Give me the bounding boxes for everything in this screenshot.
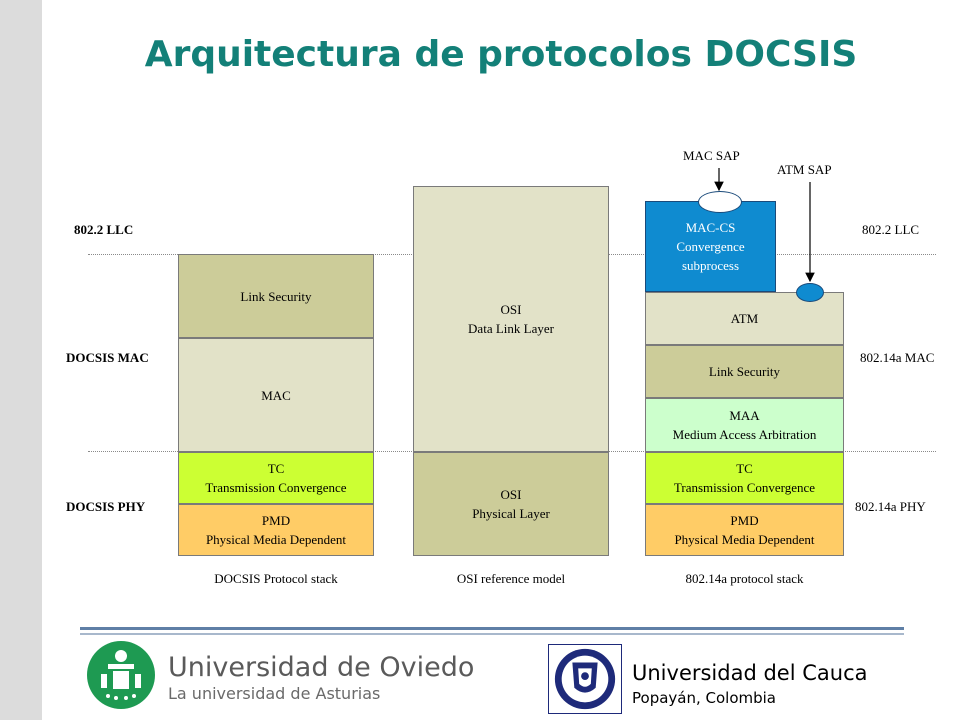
universidad-cauca-city: Popayán, Colombia [632,689,777,707]
docsis-mac-box: MAC [178,338,374,452]
ieee-maa-box: MAA Medium Access Arbitration [645,398,844,452]
right-llc-label: 802.2 LLC [862,222,920,237]
osi-physical-box: OSI Physical Layer [413,452,609,556]
left-phy-label: DOCSIS PHY [66,499,146,514]
osi-dll-sublabel: Data Link Layer [468,321,554,336]
page-title: Arquitectura de protocolos DOCSIS [144,34,858,75]
atm-sap-label: ATM SAP [777,162,832,177]
ieee-link-security-box: Link Security [645,345,844,398]
left-mac-label: DOCSIS MAC [66,350,149,365]
ieee-tc-label: TC [736,461,753,476]
right-phy-label: 802.14a PHY [855,499,926,514]
osi-phy-sublabel: Physical Layer [472,506,550,521]
ieee-tc-sublabel: Transmission Convergence [673,480,816,495]
atm-sap-oval [796,283,824,302]
ieee-maccs-sublabel-2: subprocess [681,258,740,273]
footer-rule [80,627,904,630]
osi-phy-label: OSI [500,487,522,502]
ieee-maa-sublabel: Medium Access Arbitration [672,427,817,442]
docsis-tc-label: TC [267,461,285,476]
docsis-tc-sublabel: Transmission Convergence [205,480,347,495]
universidad-cauca-name: Universidad del Cauca [632,661,868,685]
ieee-link-security-label: Link Security [708,364,781,379]
docsis-pmd-sublabel: Physical Media Dependent [205,532,347,547]
ieee-pmd-box: PMD Physical Media Dependent [645,504,844,556]
left-llc-label: 802.2 LLC [74,222,134,237]
mac-sap-oval [698,191,742,213]
ieee-maccs-box: MAC-CS Convergence subprocess [645,201,776,292]
universidad-oviedo-name: Universidad de Oviedo [168,652,475,683]
footer-rule-secondary [80,633,904,635]
docsis-mac-label: MAC [261,387,291,403]
ieee-maccs-sublabel-1: Convergence [676,239,745,254]
docsis-link-security-box: Link Security [178,254,374,338]
universidad-oviedo-logo [87,641,155,709]
ieee-tc-box: TC Transmission Convergence [645,452,844,504]
docsis-link-security-label: Link Security [240,288,312,304]
ieee-atm-box: ATM [645,292,844,345]
osi-model-caption: OSI reference model [456,571,566,586]
osi-data-link-box: OSI Data Link Layer [413,186,609,452]
docsis-pmd-label: PMD [261,513,291,528]
universidad-cauca-seal [548,644,622,714]
ieee-atm-label: ATM [730,311,759,326]
universidad-oviedo-subtitle: La universidad de Asturias [168,684,381,703]
ieee-stack-caption: 802.14a protocol stack [685,571,804,586]
ieee-maccs-label: MAC-CS [685,220,736,235]
docsis-stack-caption: DOCSIS Protocol stack [214,571,338,586]
mac-sap-label: MAC SAP [683,148,740,163]
right-mac-label: 802.14a MAC [860,350,935,365]
docsis-tc-box: TC Transmission Convergence [178,452,374,504]
ieee-pmd-label: PMD [730,513,759,528]
left-sidebar-bar [0,0,42,720]
ieee-pmd-sublabel: Physical Media Dependent [674,532,815,547]
ieee-maa-label: MAA [729,408,760,423]
osi-dll-label: OSI [500,302,522,317]
docsis-pmd-box: PMD Physical Media Dependent [178,504,374,556]
